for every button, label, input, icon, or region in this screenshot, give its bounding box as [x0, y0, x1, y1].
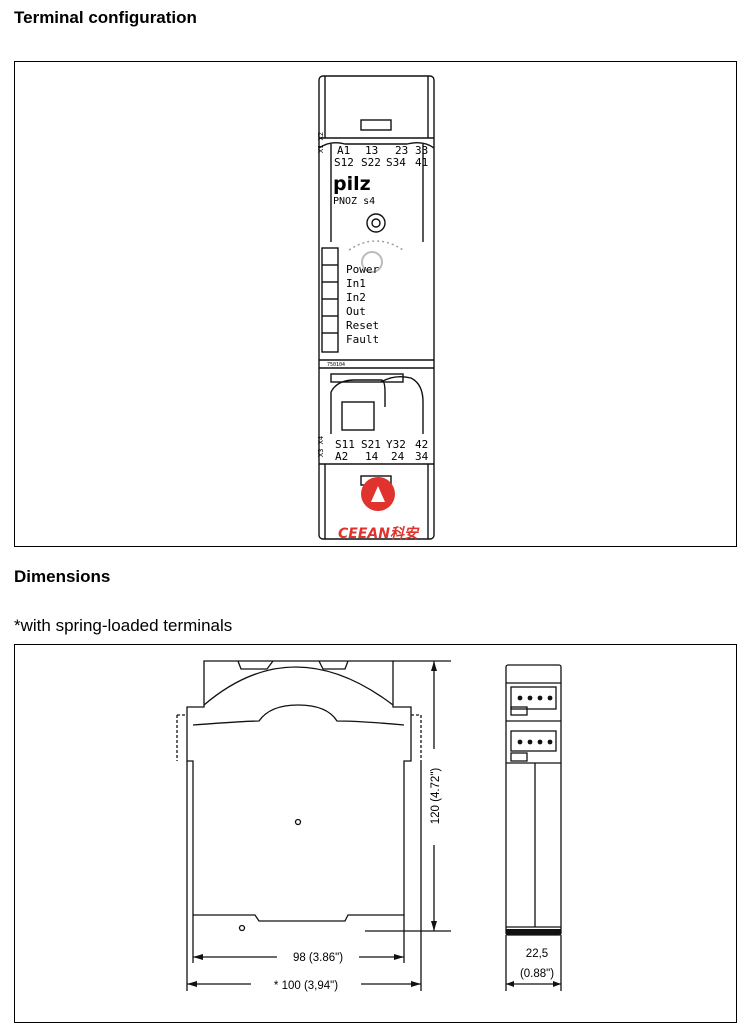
top-terminal: 13 — [365, 144, 378, 157]
led-label: Fault — [346, 333, 379, 346]
bottom-terminal: S21 — [361, 438, 381, 451]
width-dimension-value: 22,5 — [526, 948, 548, 960]
bottom-terminal: A2 — [335, 450, 348, 463]
small-code: 750104 — [327, 362, 345, 368]
top-side-label: X1 X2 — [317, 132, 325, 153]
spring-terminal-note: *with spring-loaded terminals — [14, 616, 233, 635]
potentiometer-icon — [366, 213, 386, 233]
top-terminal: S22 — [361, 156, 381, 169]
bottom-terminal: 42 — [415, 438, 428, 451]
terminal-configuration-frame: X1 X2 A1 13 23 33 S12 S22 S34 41 pilz PN… — [14, 61, 737, 547]
top-terminal: 41 — [415, 156, 428, 169]
bottom-terminal: 24 — [391, 450, 405, 463]
led-label: Out — [346, 305, 366, 318]
bottom-terminal: 14 — [365, 450, 379, 463]
bottom-terminal: 34 — [415, 450, 429, 463]
top-terminal: 23 — [395, 144, 408, 157]
bottom-side-label: X3 X4 — [317, 436, 325, 457]
model-label: PNOZ s4 — [333, 196, 375, 207]
watermark-logo-icon — [361, 477, 395, 511]
led-strip-icon — [321, 247, 339, 353]
width-dimension-inch: (0.88") — [520, 968, 554, 980]
terminal-configuration-heading: Terminal configuration — [14, 8, 197, 27]
device-front-drawing: X1 X2 A1 13 23 33 S12 S22 S34 41 pilz PN… — [317, 75, 435, 542]
brand-logo: pilz — [333, 173, 371, 195]
top-terminal: A1 — [337, 144, 350, 157]
height-dimension: 120 (4.72") — [430, 768, 442, 825]
led-label: Power — [346, 263, 379, 276]
dimension-drawing: 98 (3.86") * 100 (3,94") 120 (4.72") 22,… — [176, 660, 562, 993]
watermark-text: CEEAN科安 — [338, 525, 420, 542]
depth-dimension-98: 98 (3.86") — [293, 952, 343, 964]
bottom-terminal: S11 — [335, 438, 355, 451]
bottom-terminal: Y32 — [386, 438, 406, 451]
dimensions-heading: Dimensions — [14, 567, 111, 586]
top-terminal: 33 — [415, 144, 428, 157]
front-narrow-view — [505, 664, 562, 936]
side-profile-outline — [186, 660, 412, 922]
device-housing — [318, 75, 435, 540]
depth-dimension-100: * 100 (3,94") — [274, 980, 338, 992]
top-terminal: S12 — [334, 156, 354, 169]
dimensions-frame: 98 (3.86") * 100 (3,94") 120 (4.72") 22,… — [14, 644, 737, 1023]
led-label: In2 — [346, 291, 366, 304]
top-terminal: S34 — [386, 156, 406, 169]
led-label: Reset — [346, 319, 379, 332]
led-label: In1 — [346, 277, 366, 290]
